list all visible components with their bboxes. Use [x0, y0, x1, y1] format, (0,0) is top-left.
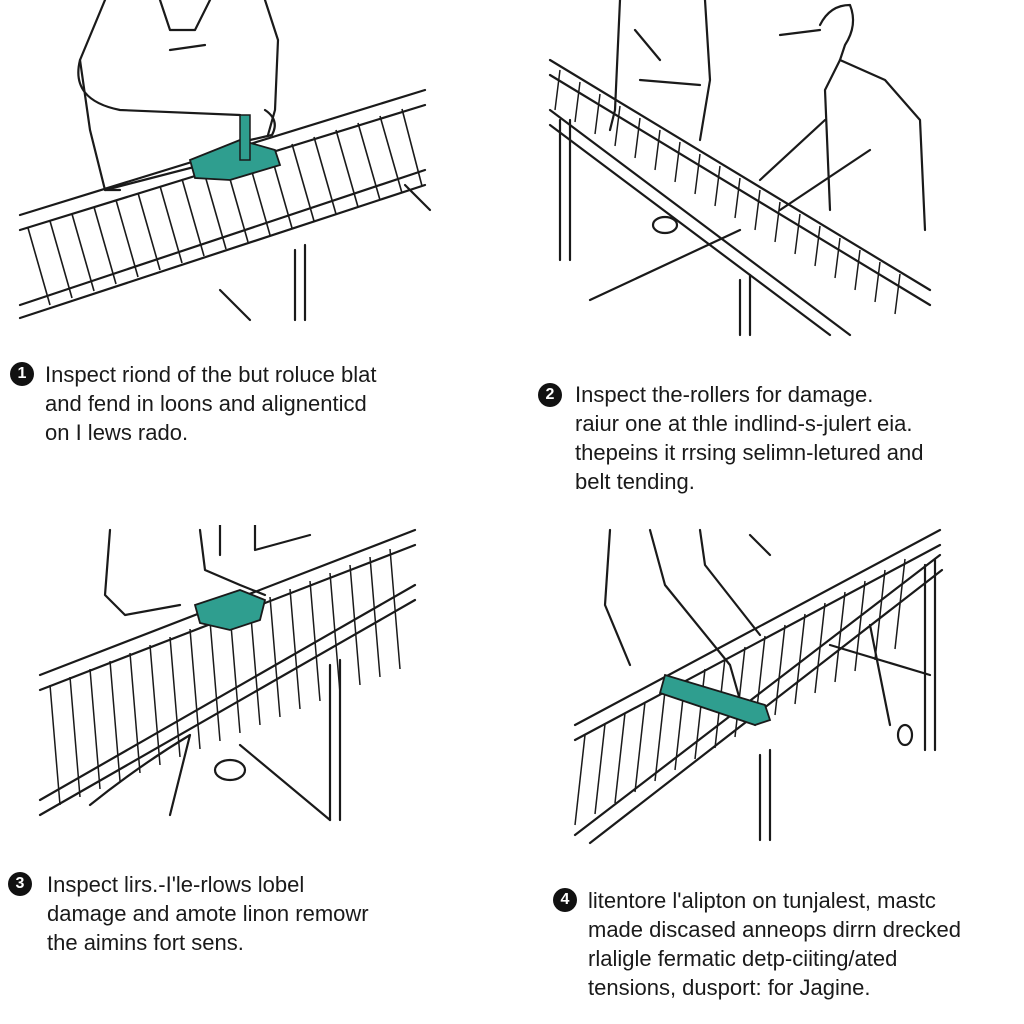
step-4-line-4: tensions, dusport: for Jagine.	[588, 975, 871, 1000]
step-2-line-1: Inspect the-rollers for damage.	[575, 382, 874, 407]
step-4-number-badge: 4	[553, 888, 577, 912]
panel-3-illustration	[30, 525, 430, 825]
conveyor-inspection-drawing-3	[38, 525, 417, 822]
step-2-line-3: thepeins it rrsing selimn-letured and	[575, 440, 924, 465]
step-2-line-2: raiur one at thle indlind-s-julert eia.	[575, 411, 913, 436]
step-3-line-2: damage and amote linon remowr	[47, 901, 369, 926]
step-1-line-3: on I lews rado.	[45, 420, 189, 445]
panel-1-illustration	[10, 0, 440, 330]
step-3-caption: Inspect lirs.-I'le-rlows lobel damage an…	[47, 870, 369, 957]
panel-4-illustration	[570, 525, 950, 845]
teal-component-3	[193, 589, 267, 631]
step-1-number-badge: 1	[10, 362, 34, 386]
step-4-caption: litentore l'alipton on tunjalest, mastc …	[588, 886, 961, 1002]
conveyor-inspection-drawing-1	[18, 0, 432, 322]
step-3-number-badge: 3	[8, 872, 32, 896]
teal-component-4	[658, 673, 772, 726]
step-2-number-badge: 2	[538, 383, 562, 407]
step-1-line-2: and fend in loons and alignenticd	[45, 391, 367, 416]
step-2-line-4: belt tending.	[575, 469, 695, 494]
step-3-line-3: the aimins fort sens.	[47, 930, 244, 955]
panel-2-illustration	[540, 0, 940, 340]
teal-component-1	[188, 114, 282, 181]
step-1-caption: Inspect riond of the but roluce blat and…	[45, 360, 376, 447]
step-2-caption: Inspect the-rollers for damage. raiur on…	[575, 380, 924, 496]
step-1-line-1: Inspect riond of the but roluce blat	[45, 362, 377, 387]
conveyor-inspection-drawing-4	[573, 528, 944, 845]
step-3-line-1: Inspect lirs.-I'le-rlows lobel	[47, 872, 305, 897]
conveyor-inspection-drawing-2	[548, 0, 932, 337]
step-4-line-2: made discased anneops dirrn drecked	[588, 917, 962, 942]
step-4-line-1: litentore l'alipton on tunjalest, mastc	[588, 888, 936, 913]
step-4-line-3: rlaligle fermatic detp-ciiting/ated	[588, 946, 898, 971]
